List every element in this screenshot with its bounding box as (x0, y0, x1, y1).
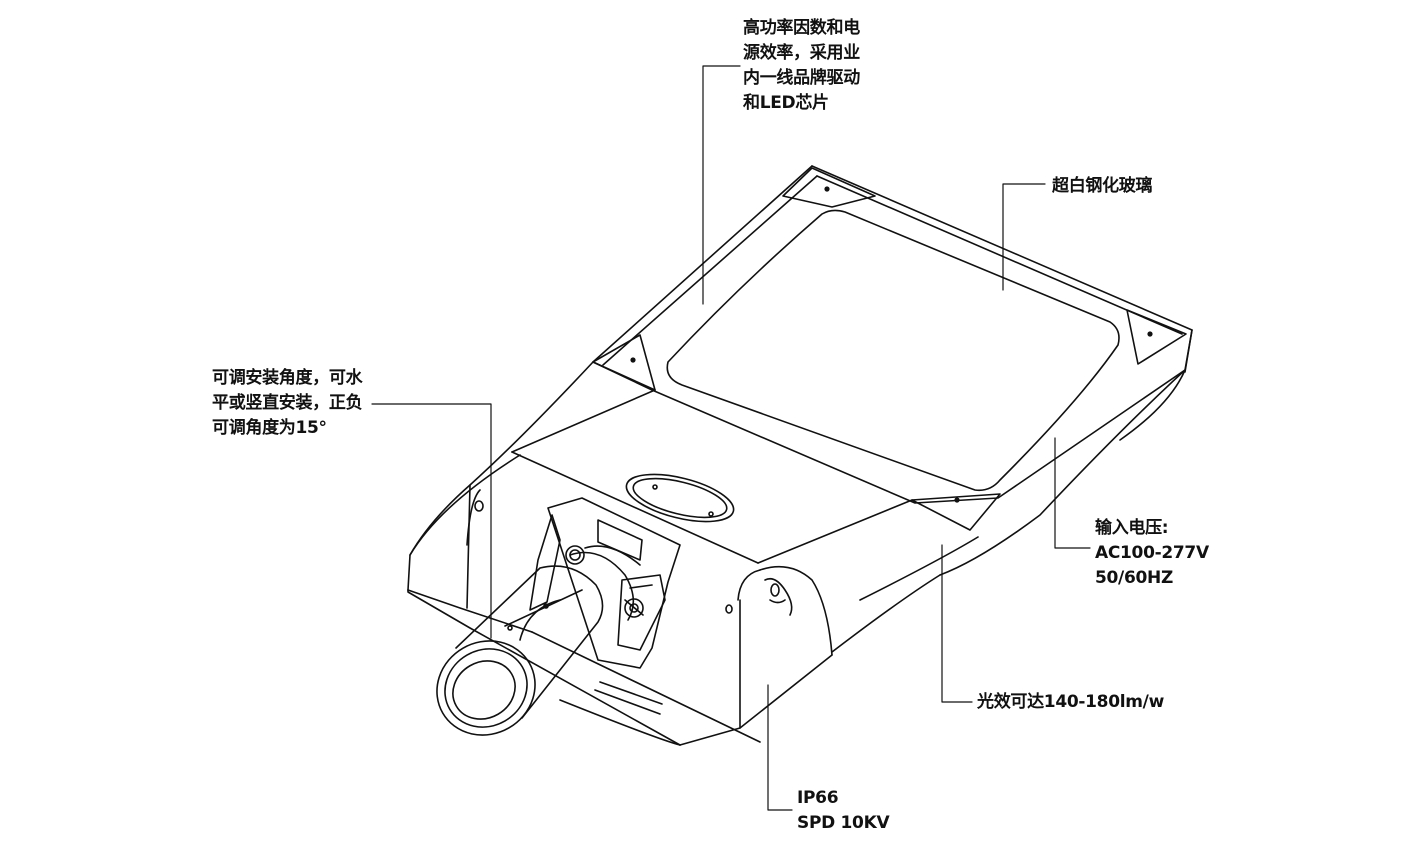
pole-mount-bracket (529, 497, 681, 669)
access-hatch (625, 473, 735, 523)
leader-driver (702, 65, 741, 305)
mount-angle-callout-label: 可调安装角度，可水 平或竖直安装，正负 可调角度为15° (212, 368, 363, 438)
ip-rating-callout-label: IP66 SPD 10KV (797, 788, 890, 833)
leader-efficacy (941, 544, 973, 703)
leader-ip (767, 684, 793, 811)
leader-lines (371, 65, 1091, 811)
efficacy-callout-label: 光效可达140-180lm/w (977, 692, 1164, 712)
glass-callout-label: 超白钢化玻璃 (1052, 176, 1153, 196)
corner-brackets (592, 167, 1187, 531)
leader-glass (1002, 183, 1046, 291)
input-voltage-callout-label: 输入电压: AC100-277V 50/60HZ (1095, 518, 1209, 588)
side-holes (474, 500, 780, 614)
leader-mount (371, 403, 492, 639)
leader-input (1054, 437, 1091, 549)
pole-spigot-tube (436, 565, 604, 736)
lamp-housing (407, 165, 1193, 746)
tempered-glass-lens (666, 209, 1120, 492)
driver-callout-label: 高功率因数和电 源效率，采用业 内一线品牌驱动 和LED芯片 (743, 18, 860, 113)
